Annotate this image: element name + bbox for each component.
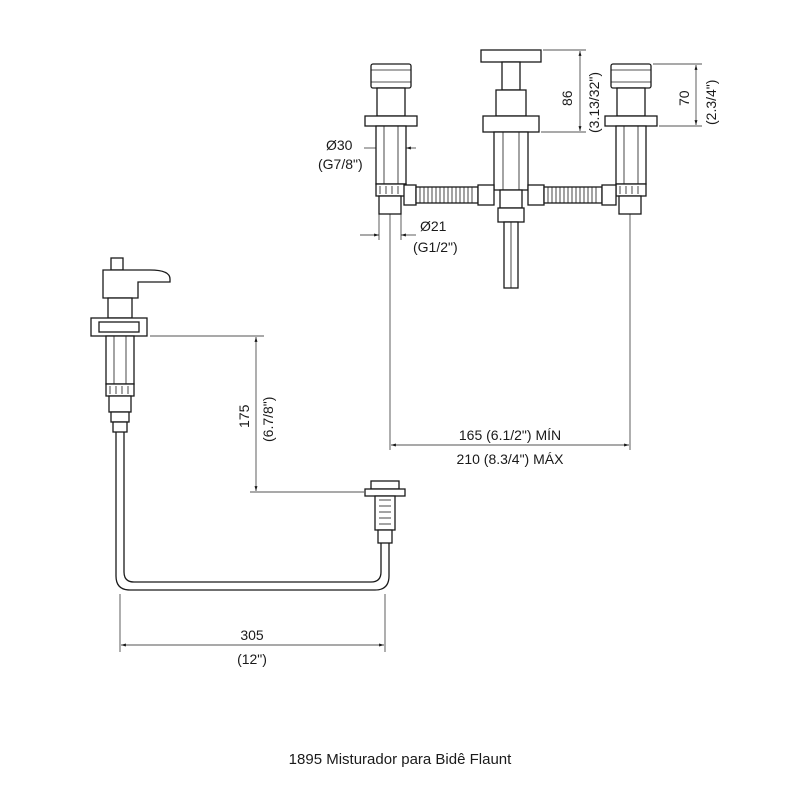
dimension-width-165-210 <box>389 214 631 450</box>
side-assembly <box>90 257 406 652</box>
label-width-165-min: 165 (6.1/2") MÍN <box>459 427 561 443</box>
label-height-86-inch: (3.13/32") <box>586 72 602 133</box>
left-flex-hose <box>403 184 495 206</box>
left-valve <box>364 63 418 215</box>
label-height-86: 86 <box>559 90 575 106</box>
label-height-70-inch: (2.3/4") <box>703 80 719 125</box>
label-thread-g78: (G7/8") <box>318 156 363 172</box>
top-assembly <box>360 49 702 450</box>
label-thread-g12: (G1/2") <box>413 239 458 255</box>
label-diameter-21: Ø21 <box>420 218 447 234</box>
dimension-height-70 <box>653 63 702 127</box>
label-width-305: 305 <box>240 627 264 643</box>
label-height-175: 175 <box>236 404 252 428</box>
label-width-305-inch: (12") <box>237 651 267 667</box>
label-height-175-inch: (6.7/8") <box>260 397 276 442</box>
right-valve <box>604 63 658 215</box>
right-flex-hose <box>527 184 617 206</box>
drain-valve <box>364 480 406 544</box>
dimension-width-305 <box>119 594 386 652</box>
dimension-height-86 <box>541 49 586 133</box>
drain-rod <box>115 432 390 591</box>
lever-handle <box>90 257 171 433</box>
label-width-210-max: 210 (8.3/4") MÁX <box>457 451 565 467</box>
center-spout <box>480 49 542 289</box>
label-diameter-30: Ø30 <box>326 137 353 153</box>
caption: 1895 Misturador para Bidê Flaunt <box>289 751 512 768</box>
dimension-diameter-21 <box>360 214 416 240</box>
label-height-70: 70 <box>676 90 692 106</box>
dimension-height-175 <box>150 335 364 493</box>
